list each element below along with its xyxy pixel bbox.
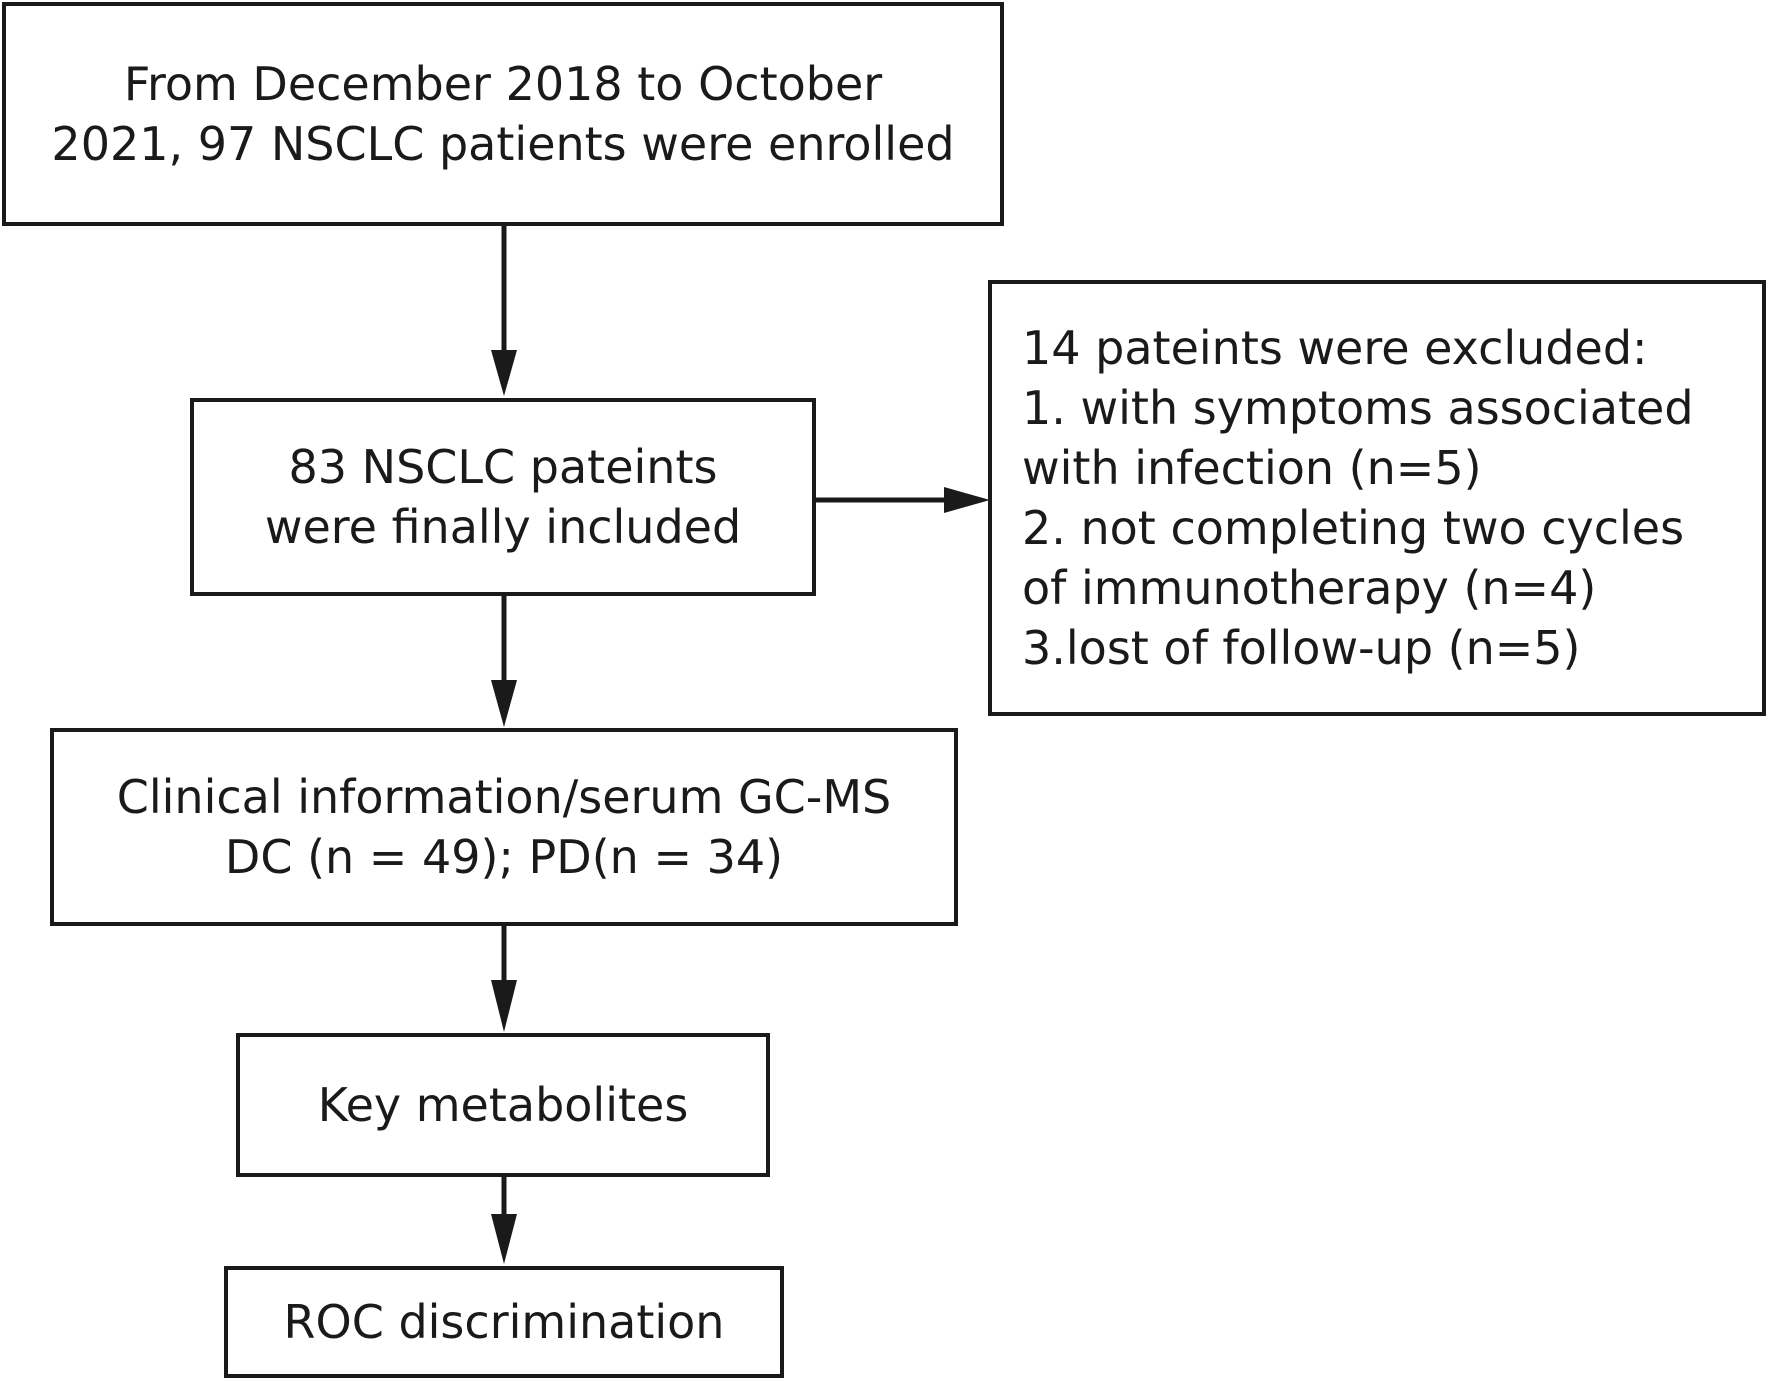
excluded-line-4: 2. not completing two cycles bbox=[1022, 501, 1685, 555]
excluded-box: 14 pateints were excluded: 1. with sympt… bbox=[988, 280, 1766, 716]
arrowhead-included-to-clinical bbox=[491, 680, 517, 727]
enrolled-box: From December 2018 to October 2021, 97 N… bbox=[2, 2, 1004, 226]
clinical-line-1: Clinical information/serum GC-MS bbox=[116, 770, 892, 824]
arrowhead-clinical-to-metabolites bbox=[491, 980, 517, 1032]
arrowhead-metabolites-to-roc bbox=[491, 1214, 517, 1264]
excluded-line-6: 3.lost of follow-up (n=5) bbox=[1022, 621, 1581, 675]
roc-box: ROC discrimination bbox=[224, 1266, 784, 1378]
excluded-line-3: with infection (n=5) bbox=[1022, 441, 1482, 495]
arrowhead-included-to-excluded bbox=[944, 487, 990, 513]
clinical-box: Clinical information/serum GC-MS DC (n =… bbox=[50, 728, 958, 926]
arrowhead-enrolled-to-included bbox=[491, 350, 517, 396]
clinical-line-2: DC (n = 49); PD(n = 34) bbox=[224, 830, 784, 884]
included-box: 83 NSCLC pateints were finally included bbox=[190, 398, 816, 596]
included-line-1: 83 NSCLC pateints bbox=[288, 440, 718, 494]
roc-line-1: ROC discrimination bbox=[283, 1295, 725, 1349]
excluded-line-5: of immunotherapy (n=4) bbox=[1022, 561, 1597, 615]
metabolites-line-1: Key metabolites bbox=[317, 1078, 689, 1132]
excluded-line-2: 1. with symptoms associated bbox=[1022, 381, 1694, 435]
enrolled-line-1: From December 2018 to October bbox=[123, 57, 883, 111]
metabolites-box: Key metabolites bbox=[236, 1033, 770, 1177]
excluded-line-1: 14 pateints were excluded: bbox=[1022, 321, 1648, 375]
enrolled-line-2: 2021, 97 NSCLC patients were enrolled bbox=[51, 117, 955, 171]
included-line-2: were finally included bbox=[264, 500, 742, 554]
